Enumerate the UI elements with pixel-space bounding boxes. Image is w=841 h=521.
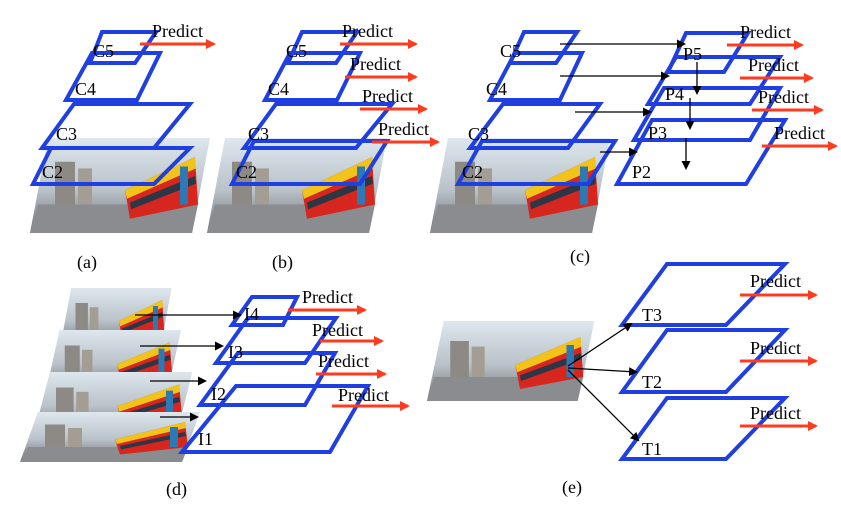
input-image-scale-1 xyxy=(20,412,200,462)
level-p2-frame xyxy=(613,118,789,186)
level-label: C5 xyxy=(286,41,307,61)
panel-b: C2 C3 C4 C5 Predict Predict Predict Pred… xyxy=(207,21,440,273)
panel-caption: (c) xyxy=(570,246,590,267)
predict-label: Predict xyxy=(758,87,809,107)
level-label: C3 xyxy=(248,124,269,144)
predict-label: Predict xyxy=(350,54,401,74)
level-p5-frame xyxy=(664,31,752,74)
predict-label: Predict xyxy=(750,271,801,291)
level-label: C3 xyxy=(56,124,77,144)
branch-arrow xyxy=(567,369,640,442)
level-c3-frame xyxy=(240,102,397,150)
panel-d: I1 I2 I3 I4 Predict Predict Predict Pred… xyxy=(20,287,410,500)
predict-label: Predict xyxy=(774,123,825,143)
predict-label: Predict xyxy=(312,320,363,340)
predict-label: Predict xyxy=(750,403,801,423)
level-c5-frame xyxy=(284,30,361,65)
level-c2-frame xyxy=(228,139,391,186)
level-label: P5 xyxy=(683,44,702,64)
level-label: C4 xyxy=(268,79,289,99)
panel-a: C2 C3 C4 C5 Predict (a) xyxy=(29,21,216,273)
level-i3-frame xyxy=(212,316,340,365)
predict-label: Predict xyxy=(748,55,799,75)
predict-label: Predict xyxy=(302,287,353,307)
level-label: C4 xyxy=(486,79,507,99)
predict-label: Predict xyxy=(342,21,393,41)
panel-caption: (e) xyxy=(562,477,582,498)
input-image xyxy=(427,321,595,401)
level-c4-frame xyxy=(486,51,586,102)
level-label: I1 xyxy=(198,429,213,449)
level-label: C5 xyxy=(93,41,114,61)
branch-arrow xyxy=(567,367,638,377)
level-p4-frame xyxy=(644,55,784,106)
level-label: C5 xyxy=(500,41,521,61)
level-label: T3 xyxy=(642,305,662,325)
level-i4-frame xyxy=(228,295,301,327)
level-label: T2 xyxy=(642,372,662,392)
panel-caption: (d) xyxy=(166,479,187,500)
predict-label: Predict xyxy=(318,351,369,371)
level-i2-frame xyxy=(196,351,339,407)
level-t3-frame xyxy=(618,262,790,327)
predict-label: Predict xyxy=(740,22,791,42)
panel-caption: (b) xyxy=(272,252,293,273)
predict-label: Predict xyxy=(378,119,429,139)
level-c3-frame xyxy=(466,102,604,150)
branch-arrow xyxy=(567,322,633,367)
level-c4-frame xyxy=(62,51,164,102)
predict-label: Predict xyxy=(338,385,389,405)
level-i1-frame xyxy=(177,384,372,454)
level-label: P3 xyxy=(648,123,667,143)
level-c4-frame xyxy=(261,51,364,102)
predict-label: Predict xyxy=(152,21,203,41)
predict-label: Predict xyxy=(362,86,413,106)
level-label: C2 xyxy=(42,162,63,182)
panel-c: C2 C3 C4 C5 P2 P3 P4 P5 Predict Predict … xyxy=(430,22,838,267)
level-label: I3 xyxy=(228,342,243,362)
level-label: I4 xyxy=(244,304,259,324)
level-label: C4 xyxy=(75,79,96,99)
level-label: C2 xyxy=(236,162,257,182)
level-p3-frame xyxy=(630,86,784,142)
level-c5-frame xyxy=(87,30,160,65)
predict-label: Predict xyxy=(750,338,801,358)
level-label: T1 xyxy=(642,439,662,459)
level-c3-frame xyxy=(38,102,195,150)
level-label: P2 xyxy=(632,162,651,182)
level-label: I2 xyxy=(211,384,226,404)
level-c5-frame xyxy=(506,30,581,65)
panel-caption: (a) xyxy=(77,252,97,273)
level-label: C2 xyxy=(462,162,483,182)
level-label: C3 xyxy=(468,124,489,144)
panel-e: T3 T2 T1 Predict Predict Predict (e) xyxy=(427,262,818,498)
level-label: P4 xyxy=(665,84,684,104)
